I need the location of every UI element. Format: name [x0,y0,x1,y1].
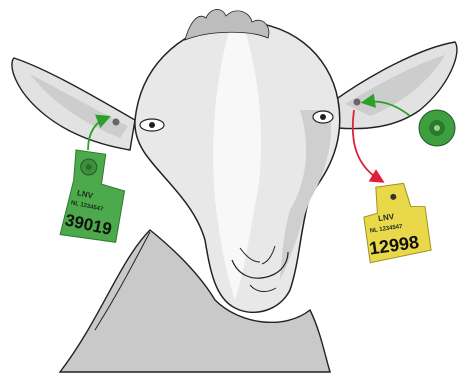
right-eye [313,111,333,123]
yellow-ear-tag: LNV NL 1234547 12998 [360,181,432,263]
right-ear-tag-point [354,99,361,106]
left-eye [140,119,164,131]
left-ear [12,58,135,150]
rfid-button-tag-icon [419,110,455,146]
left-ear-tag-point [113,119,120,126]
green-ear-tag: LNV NL 1234547 39019 [58,148,133,246]
